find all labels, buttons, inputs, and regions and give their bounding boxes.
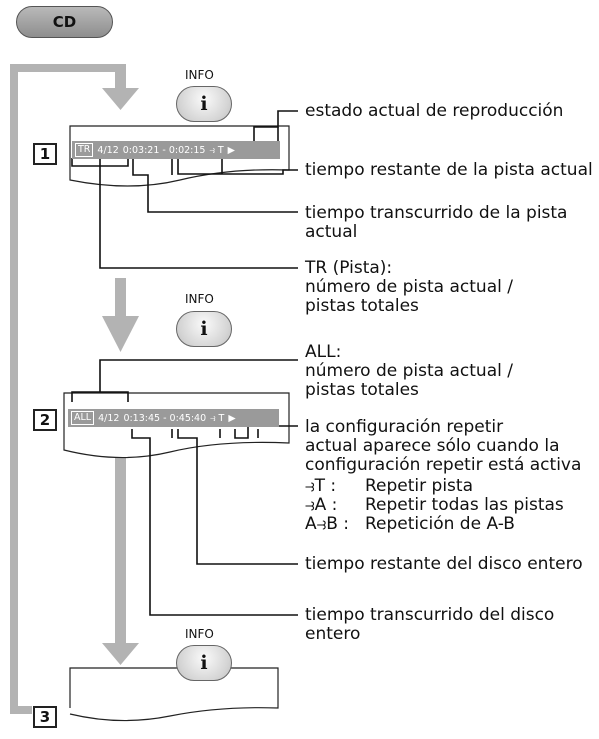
label-all-3: pistas totales: [305, 380, 419, 400]
info-button-1[interactable]: i: [176, 86, 232, 122]
step-3-badge: 3: [33, 706, 57, 728]
label-rep-ab-key: A⥽B :: [305, 514, 350, 534]
info-button-3[interactable]: i: [176, 645, 232, 681]
label-tr-2: número de pista actual /: [305, 277, 513, 297]
disc-mode-tag: ALL: [71, 411, 95, 425]
info-icon: i: [200, 652, 208, 674]
label-disc-elapsed-1: tiempo transcurrido del disco: [305, 605, 555, 625]
onscreen-display-2: ALL 4/12 0:13:45 - 0:45:40 ⥽ T ▶: [68, 409, 279, 427]
cd-mode-button[interactable]: CD: [16, 6, 113, 38]
label-disc-remaining: tiempo restante del disco entero: [305, 554, 583, 574]
info-icon: i: [200, 93, 208, 115]
label-track-elapsed-2: actual: [305, 222, 358, 242]
info-label-1: INFO: [185, 68, 214, 82]
callouts-2: [71, 359, 298, 616]
onscreen-display-1: TR 4/12 0:03:21 - 0:02:15 ⥽ T ▶: [72, 141, 280, 159]
step-2-badge: 2: [33, 409, 57, 431]
label-rep-a-key: ⥽A :: [305, 495, 338, 515]
info-icon: i: [200, 318, 208, 340]
label-track-remaining: tiempo restante de la pista actual: [305, 160, 593, 180]
label-repeat-2: actual aparece sólo cuando la: [305, 436, 560, 456]
label-repeat-3: configuración repetir está activa: [305, 455, 582, 475]
info-button-2[interactable]: i: [176, 311, 232, 347]
label-track-elapsed-1: tiempo transcurrido de la pista: [305, 203, 568, 223]
label-rep-a-val: Repetir todas las pistas: [365, 495, 564, 515]
info-label-3: INFO: [185, 627, 214, 641]
down-arrows: [102, 64, 139, 665]
track-times: 0:03:21 - 0:02:15: [122, 144, 206, 156]
step-1-badge: 1: [33, 143, 57, 165]
info-label-2: INFO: [185, 292, 214, 306]
disc-times: 0:13:45 - 0:45:40: [123, 412, 207, 424]
label-all-1: ALL:: [305, 342, 342, 362]
label-rep-t-key: ⥽T :: [305, 476, 337, 496]
label-playback-status: estado actual de reproducción: [305, 101, 564, 121]
callouts-1: [71, 110, 298, 269]
loop-line: [10, 64, 126, 714]
label-disc-elapsed-2: entero: [305, 624, 361, 644]
label-tr-3: pistas totales: [305, 296, 419, 316]
label-repeat-1: la configuración repetir: [305, 417, 504, 437]
screen-3: [69, 667, 279, 722]
label-rep-ab-val: Repetición de A-B: [365, 514, 515, 534]
label-all-2: número de pista actual /: [305, 361, 513, 381]
play-status-icon: ▶: [228, 412, 236, 424]
track-number: 4/12: [98, 412, 120, 424]
label-tr-1: TR (Pista):: [305, 258, 393, 278]
track-mode-tag: TR: [75, 143, 94, 157]
label-rep-t-val: Repetir pista: [365, 476, 473, 496]
repeat-indicator: ⥽ T: [210, 412, 225, 424]
play-status-icon: ▶: [227, 144, 235, 156]
track-number: 4/12: [97, 144, 119, 156]
repeat-indicator: ⥽ T: [209, 144, 224, 156]
